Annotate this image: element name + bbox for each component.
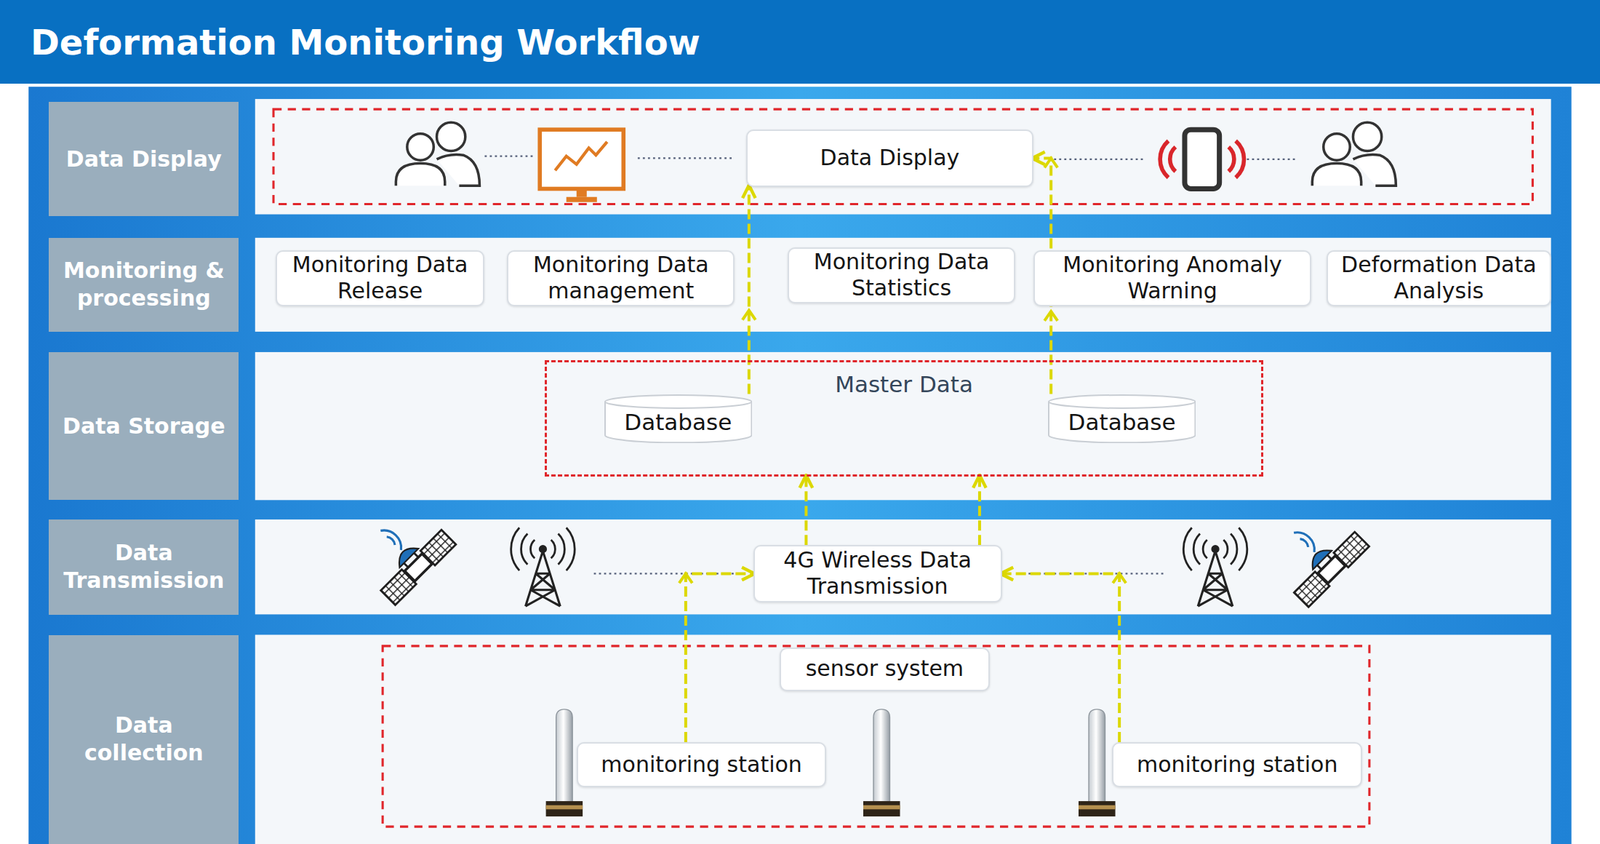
node-text: Data collection: [54, 711, 233, 767]
arrow-head: [1044, 157, 1058, 168]
monitor-stand: [576, 188, 587, 197]
phone-icon: [1160, 129, 1244, 189]
text-group: Data Storage: [54, 412, 233, 440]
text-group: monitoring station: [1116, 751, 1358, 779]
cylinder-top: [605, 394, 752, 408]
node-text: monitoring station: [1116, 751, 1358, 779]
node-text: Monitoring Anomaly Warning: [1037, 251, 1307, 305]
satellite-icon: [372, 521, 456, 606]
users-icon: [395, 122, 480, 186]
layer-panel: [255, 237, 1552, 332]
process-box: 4G Wireless Data Transmission: [753, 544, 1003, 603]
process-box: Monitoring Data Release: [275, 250, 486, 307]
node-text: Deformation Data Analysis: [1330, 251, 1547, 305]
database-cylinder: Database: [604, 394, 752, 443]
process-box: sensor system: [779, 647, 990, 691]
text-group: sensor system: [784, 655, 986, 683]
text-group: 4G Wireless Data Transmission: [757, 546, 998, 600]
process-box: Monitoring Data management: [506, 250, 735, 307]
layer-label: Monitoring & processing: [48, 237, 239, 332]
process-box: Deformation Data Analysis: [1326, 250, 1552, 307]
flow-arrow: [685, 573, 754, 742]
layer-label: Data Display: [48, 101, 239, 216]
node-text: Data Transmission: [54, 538, 233, 595]
tower-icon: [1183, 527, 1248, 606]
node-text: Monitoring Data management: [511, 251, 731, 305]
node-text: Data Display: [750, 144, 1030, 172]
text-group: Data Transmission: [54, 538, 233, 595]
database-cylinder: Database: [1048, 394, 1196, 443]
text-group: Monitoring Anomaly Warning: [1037, 251, 1307, 305]
text-group: Monitoring & processing: [54, 256, 233, 312]
layer-label: Data Transmission: [48, 519, 239, 615]
header-bar: Deformation Monitoring Workflow: [0, 0, 1600, 84]
process-box: Monitoring Anomaly Warning: [1033, 250, 1312, 307]
text-group: Monitoring Data management: [511, 251, 731, 305]
process-box: monitoring station: [1112, 741, 1363, 787]
alert-waves: [1160, 141, 1244, 178]
text-group: Deformation Data Analysis: [1330, 251, 1547, 305]
node-text: Master Data: [546, 370, 1262, 398]
arrow-head: [1112, 573, 1126, 583]
tower-icon: [511, 527, 576, 606]
dashed-region: [382, 645, 1370, 827]
text-group: Database: [1048, 408, 1196, 436]
text-group: Monitoring Data Statistics: [792, 248, 1011, 302]
monitor-screen: [539, 129, 624, 189]
node-text: Monitoring Data Release: [280, 251, 481, 305]
flow-arrow: [804, 476, 808, 545]
flow-arrow: [747, 186, 751, 395]
node-text: Monitoring Data Statistics: [792, 248, 1011, 302]
text-group: Data Display: [750, 144, 1030, 172]
phone-body: [1184, 129, 1220, 189]
text-group: Monitoring Data Release: [280, 251, 481, 305]
text-group: Database: [604, 408, 752, 436]
flow-arrow: [1002, 573, 1120, 742]
node-text: Database: [1048, 408, 1196, 436]
layer-panel: [255, 634, 1552, 844]
node-text: Data Storage: [54, 412, 233, 440]
cylinder-top: [1048, 394, 1195, 408]
group-box: Master DataDatabase Database: [544, 360, 1264, 477]
pole-icon: [1078, 709, 1116, 816]
pole-icon: [863, 709, 901, 816]
layer-panel: [255, 352, 1552, 500]
flow-arrow: [978, 476, 982, 545]
node-text: Database: [604, 408, 752, 436]
users-icon: [1312, 122, 1396, 186]
monitor-icon: [539, 129, 624, 203]
text-group: Data collection: [54, 711, 233, 767]
process-box: Monitoring Data Statistics: [787, 247, 1016, 304]
layer-label: Data Storage: [48, 352, 239, 500]
node-text: Monitoring & processing: [54, 256, 233, 312]
arrow-head: [1044, 311, 1058, 321]
text-group: Master Data: [546, 370, 1262, 398]
monitor-chart: [554, 141, 608, 171]
background-panel: [28, 86, 1571, 844]
node-text: Data Display: [54, 145, 233, 174]
satellite-icon: [1285, 523, 1370, 608]
layer-panel: [255, 98, 1552, 215]
node-text: 4G Wireless Data Transmission: [757, 546, 998, 600]
process-box: Data Display: [746, 129, 1035, 187]
arrow-head: [679, 573, 693, 583]
text-group: Data Display: [54, 145, 233, 174]
process-box: monitoring station: [576, 741, 827, 787]
arrow-head: [742, 310, 756, 320]
layer-panel: [255, 519, 1552, 614]
text-group: monitoring station: [581, 751, 823, 779]
node-text: sensor system: [784, 655, 986, 683]
monitor-base: [566, 197, 598, 203]
layer-label: Data collection: [48, 634, 239, 844]
dashed-region: [273, 109, 1533, 204]
page-title: Deformation Monitoring Workflow: [30, 21, 701, 63]
node-text: monitoring station: [581, 751, 823, 779]
